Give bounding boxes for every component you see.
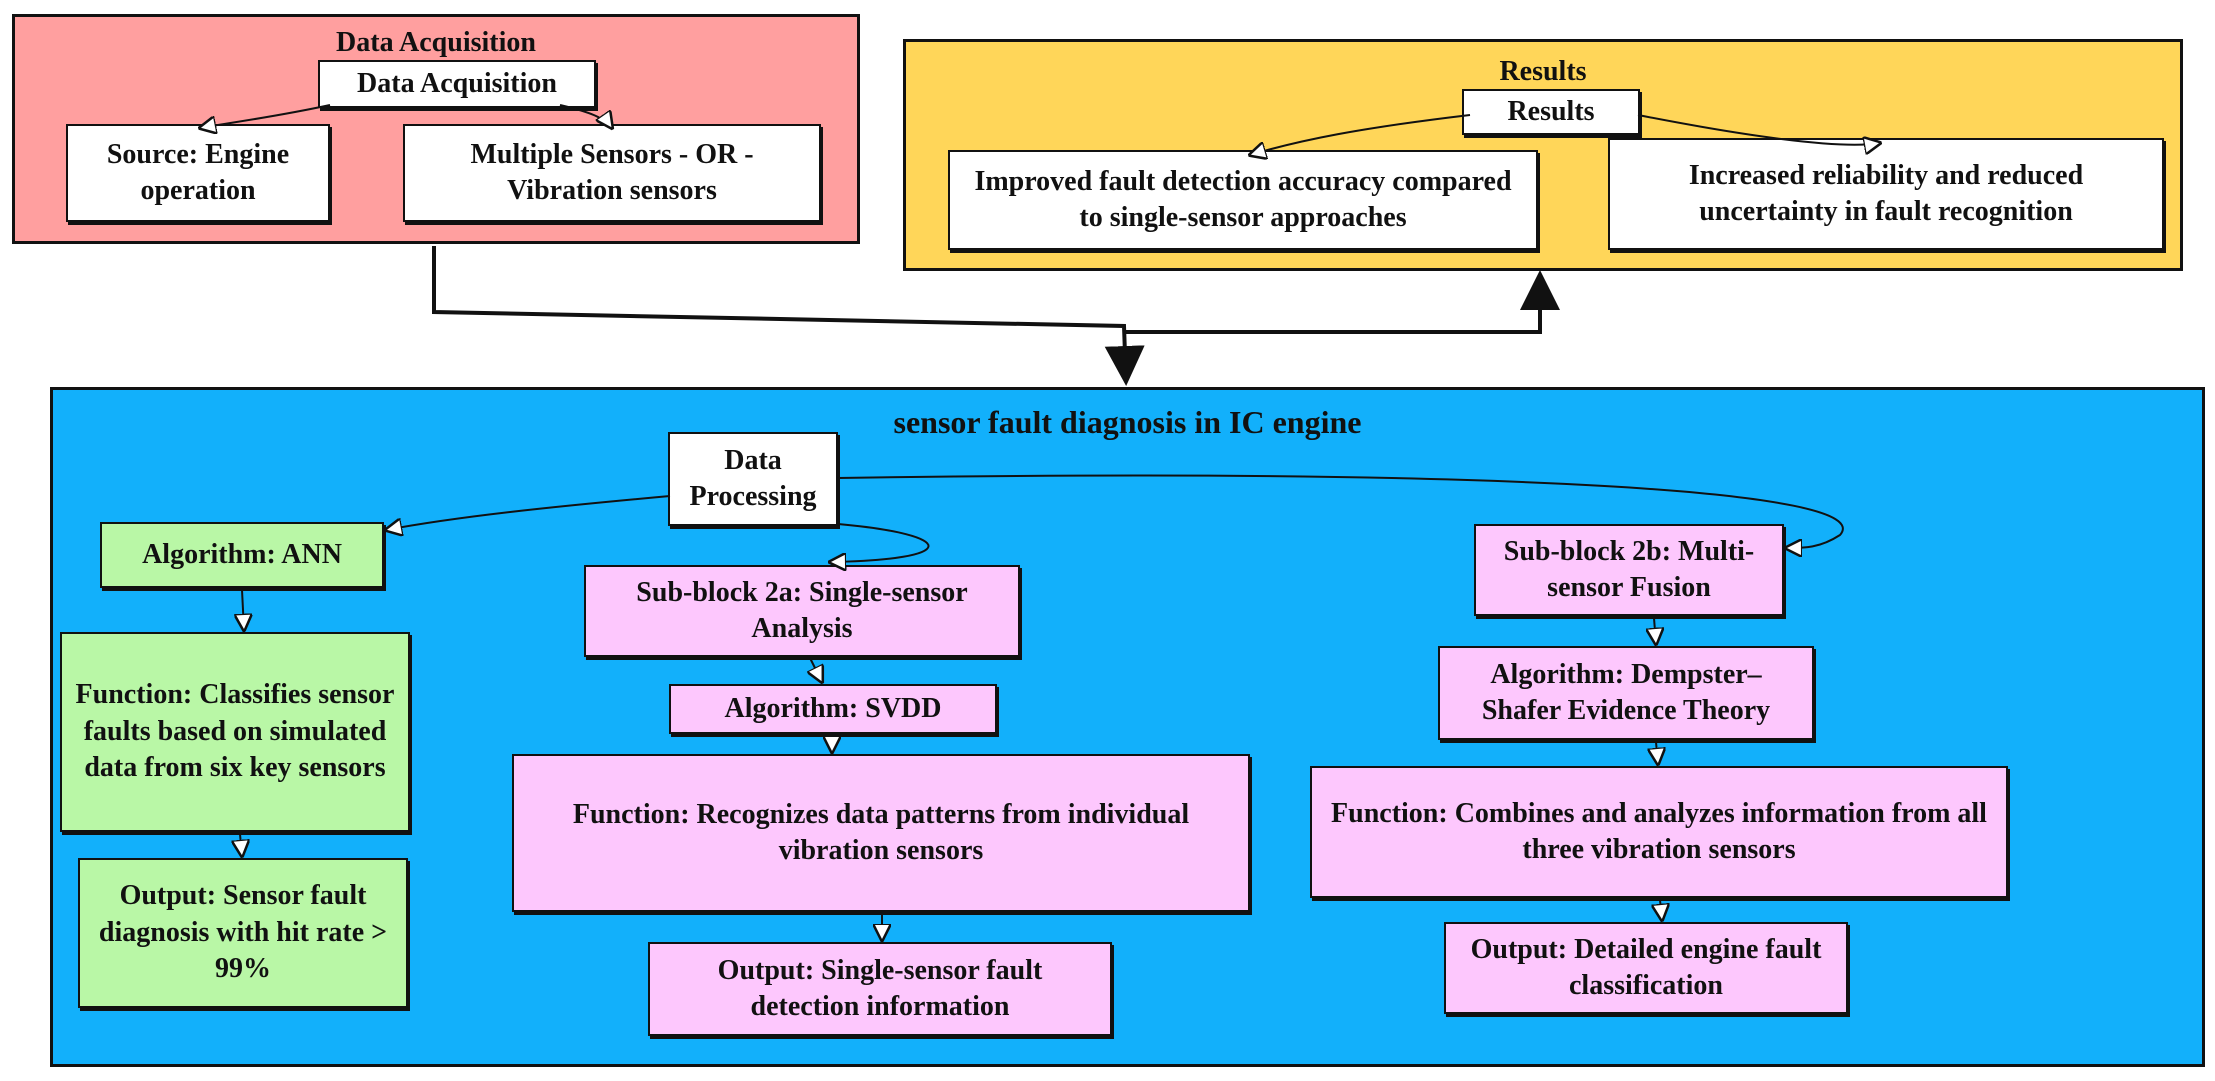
reliability-result-box: Increased reliability and reduced uncert… xyxy=(1608,138,2164,250)
dempster-shafer-algorithm-box: Algorithm: Dempster–Shafer Evidence Theo… xyxy=(1438,646,1814,740)
diagnosis-to-results-flow xyxy=(1126,270,1560,334)
ann-output-box: Output: Sensor fault diagnosis with hit … xyxy=(78,858,408,1008)
multi-sensor-subblock-box: Sub-block 2b: Multi-sensor Fusion xyxy=(1474,524,1784,616)
ann-function-box: Function: Classifies sensor faults based… xyxy=(60,632,410,832)
diagnosis-title: sensor fault diagnosis in IC engine xyxy=(893,404,1362,440)
data-processing-box: Data Processing xyxy=(668,432,838,526)
multi-sensor-output-box: Output: Detailed engine fault classifica… xyxy=(1444,922,1848,1014)
svdd-algorithm-box: Algorithm: SVDD xyxy=(669,684,997,734)
ann-algorithm-box: Algorithm: ANN xyxy=(100,522,384,588)
single-sensor-function-box: Function: Recognizes data patterns from … xyxy=(512,754,1250,912)
source-engine-box: Source: Engine operation xyxy=(66,124,330,222)
single-sensor-output-box: Output: Single-sensor fault detection in… xyxy=(648,942,1112,1036)
data-acquisition-box: Data Acquisition xyxy=(318,60,596,108)
multi-sensor-function-box: Function: Combines and analyzes informat… xyxy=(1310,766,2008,898)
single-sensor-subblock-box: Sub-block 2a: Single-sensor Analysis xyxy=(584,565,1020,657)
results-title: Results xyxy=(1499,56,1587,87)
multiple-sensors-box: Multiple Sensors - OR - Vibration sensor… xyxy=(403,124,821,222)
accuracy-result-box: Improved fault detection accuracy compar… xyxy=(948,150,1538,250)
results-box: Results xyxy=(1462,89,1640,135)
data-acquisition-title: Data Acquisition xyxy=(336,27,536,58)
